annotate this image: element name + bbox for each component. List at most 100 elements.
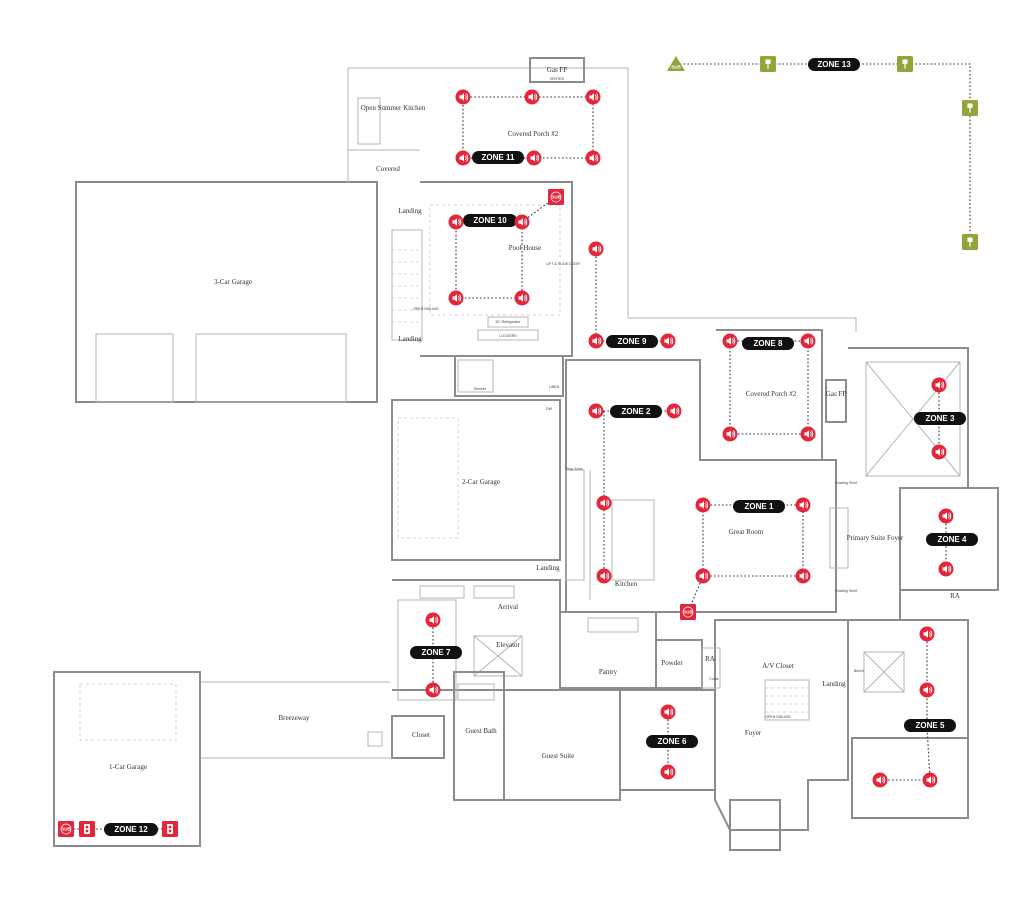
room-label-coats: Coats <box>709 677 719 681</box>
svg-text:ZONE 5: ZONE 5 <box>916 721 945 730</box>
room-label-shower: Shower <box>474 387 487 391</box>
speaker-icon <box>514 214 530 230</box>
speaker-icon <box>666 403 682 419</box>
speaker-icon <box>588 333 604 349</box>
room-label-drop-zone: Drop Zone <box>566 467 583 471</box>
room-label-primary-suite-foyer: Primary Suite Foyer <box>847 534 904 542</box>
room-label-linen: LINEN <box>549 385 560 389</box>
speaker-markers <box>425 89 954 788</box>
room-label-landing-upper: Landing <box>398 207 422 215</box>
speaker-icon <box>585 150 601 166</box>
room-label-open-summer-kitchen: Open Summer Kitchen <box>361 104 426 112</box>
svg-text:ZONE 6: ZONE 6 <box>658 737 687 746</box>
speaker-icon <box>660 704 676 720</box>
room-label-covered: Covered <box>376 165 400 173</box>
landscape-speaker-icon <box>897 56 913 72</box>
svg-text:ZONE 11: ZONE 11 <box>482 153 515 162</box>
room-label-elevator: Elevator <box>496 641 520 649</box>
zone-badges: ZONE 1 ZONE 2 ZONE 3 ZONE 4 ZONE 5 ZONE … <box>104 58 978 836</box>
svg-text:ZONE 12: ZONE 12 <box>114 825 148 834</box>
svg-text:ZONE 3: ZONE 3 <box>926 414 955 423</box>
wire-zone-1 <box>702 504 804 577</box>
wire-zone-5 <box>880 634 931 781</box>
zone-badge-7: ZONE 7 <box>410 646 462 659</box>
room-label-dw: DW <box>546 407 553 411</box>
room-label-landing-left: Landing <box>398 335 422 343</box>
speaker-icon <box>455 89 471 105</box>
zone-badge-6: ZONE 6 <box>646 735 698 748</box>
room-label-flanking-shelf-bottom: Floating Shelf <box>835 589 857 593</box>
speaker-icon <box>588 241 604 257</box>
speaker-icon <box>660 333 676 349</box>
room-labels: Open Summer Kitchen Covered Porch #2 Cov… <box>109 66 960 771</box>
room-label-covered-porch-right: Covered Porch #2 <box>746 390 797 398</box>
svg-text:SUB: SUB <box>61 827 71 832</box>
svg-text:ZONE 7: ZONE 7 <box>422 648 451 657</box>
room-label-three-car-garage: 3-Car Garage <box>214 278 252 286</box>
wire-zone-9 <box>595 249 668 342</box>
room-label-landing-kitchen: Landing <box>536 564 560 572</box>
zone-badge-9: ZONE 9 <box>606 335 658 348</box>
speaker-icon <box>800 426 816 442</box>
speaker-icon <box>695 497 711 513</box>
room-label-pantry: Pantry <box>599 668 618 676</box>
speaker-icon <box>931 377 947 393</box>
speaker-icon <box>938 508 954 524</box>
room-label-ra-right: RA <box>950 592 960 600</box>
landscape-speaker-icon <box>962 100 978 116</box>
room-label-closet: Closet <box>412 731 430 739</box>
svg-text:SUB: SUB <box>683 610 693 615</box>
landscape-sub-icon: SUB <box>667 56 685 71</box>
zone-badge-13: ZONE 13 <box>808 58 860 71</box>
room-label-foyer: Foyer <box>745 729 762 737</box>
room-label-lift-door: LIFT & SLIDE DOOR <box>546 262 580 266</box>
room-label-av-closet: A/V Closet <box>762 662 794 670</box>
svg-text:ZONE 9: ZONE 9 <box>618 337 647 346</box>
speaker-icon <box>931 444 947 460</box>
speaker-icon <box>722 333 738 349</box>
speaker-icon <box>524 89 540 105</box>
svg-text:ZONE 4: ZONE 4 <box>938 535 967 544</box>
room-label-flanking-shelf-top: Floating Shelf <box>835 481 857 485</box>
speaker-icon <box>722 426 738 442</box>
room-label-open-railing: OPEN RAILING <box>413 307 439 311</box>
room-label-ra-powder: RA <box>705 655 715 663</box>
svg-text:SUB: SUB <box>551 195 561 200</box>
zone-badge-5: ZONE 5 <box>904 719 956 732</box>
room-label-guest-suite: Guest Suite <box>542 752 574 760</box>
landscape-speaker-icon <box>760 56 776 72</box>
wire-zone-13 <box>676 63 971 242</box>
zone-badge-4: ZONE 4 <box>926 533 978 546</box>
landscape-markers: SUB <box>667 56 978 250</box>
zone-badge-8: ZONE 8 <box>742 337 794 350</box>
room-label-arrival: Arrival <box>498 603 518 611</box>
in-wall-speaker-icon <box>79 821 95 837</box>
speaker-icon <box>795 568 811 584</box>
room-label-breezeway: Breezeway <box>278 714 310 722</box>
wire-zone-2 <box>596 410 674 576</box>
speaker-icon <box>514 290 530 306</box>
speaker-icon <box>448 214 464 230</box>
room-label-pool-house: Pool House <box>509 244 541 252</box>
speaker-icon <box>919 626 935 642</box>
zone-badge-10: ZONE 10 <box>463 214 517 227</box>
room-label-refrigerator: 30" Refrigerator <box>495 320 521 324</box>
subwoofer-markers: SUB SUB SUB <box>58 189 696 837</box>
zone-badge-3: ZONE 3 <box>914 412 966 425</box>
room-label-guest-bath: Guest Bath <box>465 727 497 735</box>
room-label-gas-fp-top-sub: VENTED <box>550 77 565 81</box>
svg-text:ZONE 1: ZONE 1 <box>745 502 774 511</box>
zone-badge-2: ZONE 2 <box>610 405 662 418</box>
wire-zone-10 <box>455 221 523 299</box>
speaker-icon <box>588 403 604 419</box>
landscape-speaker-icon <box>962 234 978 250</box>
wire-zone-8 <box>729 340 809 435</box>
room-label-gas-fp-right: Gas FP <box>826 390 847 398</box>
room-label-bench: Bench <box>854 669 864 673</box>
svg-text:ZONE 2: ZONE 2 <box>622 407 651 416</box>
room-label-open-railing-right: OPEN RAILING <box>765 715 791 719</box>
speaker-wiring <box>66 63 971 830</box>
in-wall-speaker-icon <box>162 821 178 837</box>
zone-badge-11: ZONE 11 <box>472 151 524 164</box>
